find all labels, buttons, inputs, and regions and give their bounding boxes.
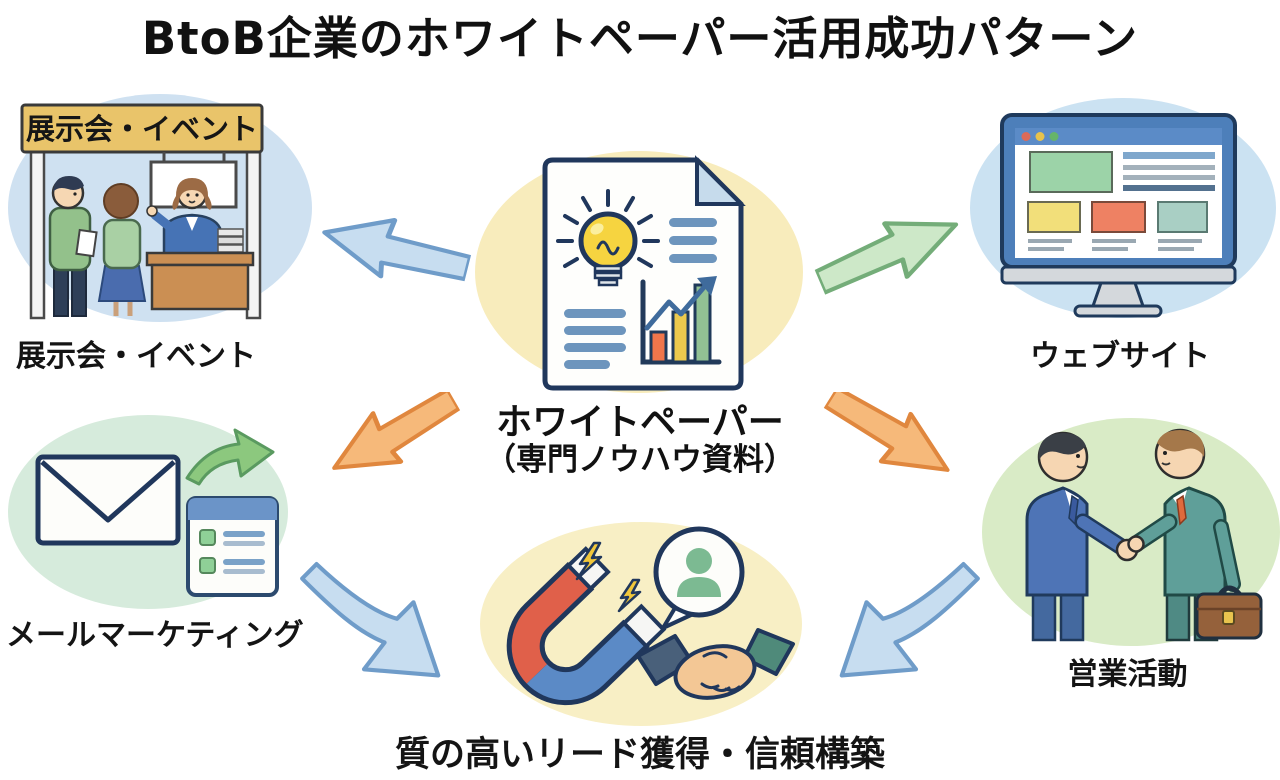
arrow-whitepaper-to-email — [308, 392, 478, 477]
businessman-left-icon — [1025, 431, 1132, 642]
document-text-lines — [564, 218, 717, 369]
booth-banner-text: 展示会・イベント — [26, 112, 258, 146]
website-label: ウェブサイト — [1030, 339, 1210, 374]
whitepaper-label-line1: ホワイトペーパー — [496, 402, 784, 443]
monitor-icon — [1000, 113, 1237, 318]
email-marketing-illustration — [8, 415, 288, 609]
arrow-sales-to-lead — [817, 558, 982, 696]
booth-desk-icon — [145, 228, 255, 311]
checklist-icon — [186, 496, 279, 597]
visitor-woman-icon — [97, 183, 147, 316]
lightbulb-icon — [556, 189, 660, 287]
email-label: メールマーケティング — [6, 618, 304, 653]
arrow-whitepaper-to-website — [804, 211, 974, 296]
lightning-bolt-icons — [575, 541, 642, 613]
handshake-hands-icon — [1115, 535, 1145, 562]
sales-label: 営業活動 — [1067, 657, 1188, 692]
sales-handshake-illustration — [982, 418, 1280, 646]
website-monitor-illustration — [970, 98, 1276, 318]
arrow-whitepaper-to-sales — [805, 392, 975, 477]
lead-label: 質の高いリード獲得・信頼構築 — [394, 735, 885, 775]
briefcase-icon — [1195, 585, 1263, 640]
whitepaper-label-line2: （専門ノウハウ資料） — [485, 442, 795, 479]
send-arrow-icon — [185, 428, 275, 486]
exhibition-booth-illustration: 展示会・イベント — [8, 94, 312, 322]
exhibition-label: 展示会・イベント — [16, 339, 256, 374]
lead-generation-illustration — [480, 522, 802, 726]
magnet-icon — [506, 546, 667, 706]
booth-staff-icon — [146, 178, 222, 257]
visitor-man-icon — [48, 176, 98, 317]
arrow-whitepaper-to-exhibition — [310, 208, 480, 293]
trust-handshake-icon — [636, 628, 795, 700]
envelope-icon — [35, 454, 181, 546]
page-title: BtoB企業のホワイトペーパー活用成功パターン — [141, 12, 1139, 65]
growth-chart-icon — [640, 276, 722, 365]
lead-speech-bubble-icon — [653, 526, 745, 630]
whitepaper-label: ホワイトペーパー （専門ノウハウ資料） — [440, 402, 840, 479]
arrow-email-to-lead — [298, 558, 463, 696]
whitepaper-document-illustration — [475, 151, 803, 393]
